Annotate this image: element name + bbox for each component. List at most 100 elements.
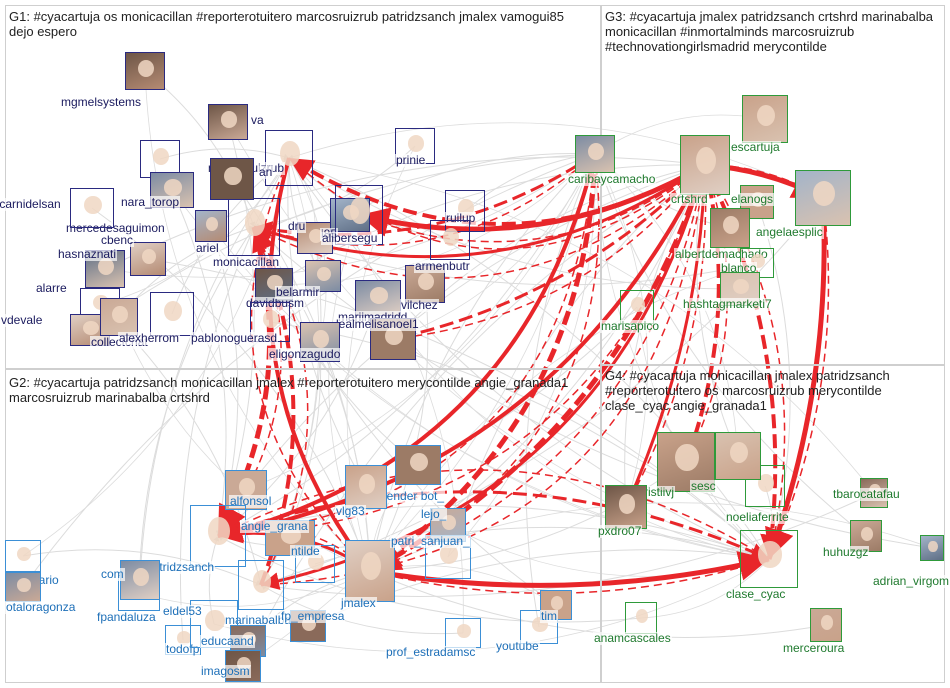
node-label: belarmir (275, 286, 320, 299)
node-label: angelaesplic (755, 226, 824, 239)
node-avatar[interactable] (150, 292, 194, 336)
avatar-figure (83, 321, 99, 335)
node-avatar[interactable] (195, 210, 227, 242)
node-label: anamcascales (593, 632, 672, 645)
node-label: clase_cyac (725, 588, 786, 601)
avatar-figure (84, 196, 102, 214)
avatar-figure (723, 216, 739, 234)
node-label: youtube (495, 640, 540, 653)
avatar-figure (418, 273, 434, 290)
node-label: dru (287, 220, 306, 233)
avatar-figure (636, 609, 649, 623)
node-avatar[interactable] (120, 560, 160, 600)
node-label: pxdro07 (597, 525, 642, 538)
group-title-g3: G3: #cyacartuja jmalex patridzsanch crts… (605, 9, 943, 54)
node-avatar[interactable] (125, 52, 165, 90)
avatar-figure (208, 517, 230, 545)
avatar-figure (359, 474, 376, 494)
node-label: imagosm (200, 665, 251, 678)
avatar-figure (206, 217, 219, 231)
node-label: vlg83 (335, 505, 366, 518)
group-title-g2: G2: #cyacartuja patridzsanch monicacilla… (9, 375, 569, 405)
avatar-figure (410, 453, 428, 471)
node-label: prinie (395, 154, 426, 167)
node-avatar[interactable] (920, 535, 944, 561)
node-avatar[interactable] (810, 608, 842, 642)
node-label: fpandaluza (96, 611, 157, 624)
avatar-figure (757, 105, 775, 127)
avatar-figure (733, 279, 749, 294)
node-label: sesc (690, 480, 717, 493)
node-avatar[interactable] (210, 158, 254, 200)
node-avatar[interactable] (575, 135, 615, 173)
avatar-figure (675, 444, 698, 471)
node-label: nara_torop (120, 196, 180, 209)
node-avatar[interactable] (795, 170, 851, 226)
avatar-figure (317, 267, 331, 281)
node-avatar[interactable] (715, 432, 761, 480)
node-label: hasnaznati (57, 248, 117, 261)
group-title-g1: G1: #cyacartuja os monicacillan #reporte… (9, 9, 569, 39)
node-label: bender bot_ (379, 490, 445, 503)
node-label: otaloragonza (5, 601, 76, 614)
node-label: caribaycamacho (567, 173, 656, 186)
node-label: pablonoguerasd (190, 332, 278, 345)
avatar-figure (730, 442, 748, 464)
node-label: alarre (35, 282, 68, 295)
node-avatar[interactable] (430, 220, 470, 260)
node-avatar[interactable] (345, 540, 395, 602)
node-label: lejo_ (420, 508, 447, 521)
node-label: tbarocatafau (832, 488, 901, 501)
avatar-figure (619, 494, 636, 514)
node-label: alexherrom (118, 332, 180, 345)
node-label: fp_empresa (280, 610, 345, 623)
node-label: an (258, 166, 273, 179)
avatar-figure (696, 147, 716, 174)
avatar-figure (221, 111, 237, 127)
avatar-figure (153, 148, 169, 165)
node-avatar[interactable] (605, 485, 647, 529)
node-avatar[interactable] (680, 135, 730, 195)
avatar-figure (205, 610, 224, 632)
node-label: vilchez (400, 299, 439, 312)
avatar-figure (370, 287, 388, 303)
node-label: lealmelisanoel1 (335, 318, 420, 331)
node-avatar[interactable] (5, 540, 41, 572)
avatar-figure (17, 547, 31, 561)
node-avatar[interactable] (238, 560, 284, 610)
node-label: marisapico (600, 320, 660, 333)
node-label: jmalex (340, 597, 377, 610)
node-label: com (100, 568, 125, 581)
node-avatar[interactable] (395, 445, 441, 485)
avatar-figure (588, 143, 604, 160)
node-avatar[interactable] (70, 188, 114, 228)
avatar-figure (928, 541, 938, 553)
avatar-figure (253, 570, 271, 593)
node-avatar[interactable] (208, 104, 248, 140)
avatar-figure (313, 330, 329, 348)
node-avatar[interactable] (625, 602, 657, 634)
node-avatar[interactable] (190, 505, 246, 567)
avatar-figure (551, 596, 564, 610)
node-label: elanogs (730, 193, 774, 206)
avatar-figure (164, 179, 182, 195)
node-avatar[interactable] (710, 208, 750, 248)
node-label: hashtagmarketi7 (682, 298, 773, 311)
node-avatar[interactable] (130, 242, 166, 276)
node-label: encarnidelsan (0, 198, 62, 211)
node-avatar[interactable] (445, 618, 481, 648)
avatar-figure (408, 135, 424, 151)
avatar-figure (861, 527, 874, 541)
group-title-g4: G4: #cyacartuja monicacillan jmalex patr… (605, 368, 943, 413)
node-label: cbenc (100, 234, 134, 247)
node-avatar[interactable] (5, 572, 41, 602)
node-avatar[interactable] (742, 95, 788, 143)
node-label: angie_grana (240, 520, 309, 533)
node-label: va (250, 114, 265, 127)
node-avatar[interactable] (228, 198, 280, 256)
avatar-figure (631, 297, 645, 312)
node-avatar[interactable] (345, 465, 387, 509)
node-label: adrian_virgom (872, 575, 950, 588)
node-avatar[interactable] (740, 530, 798, 588)
node-label: eligonzagudo (268, 348, 341, 361)
